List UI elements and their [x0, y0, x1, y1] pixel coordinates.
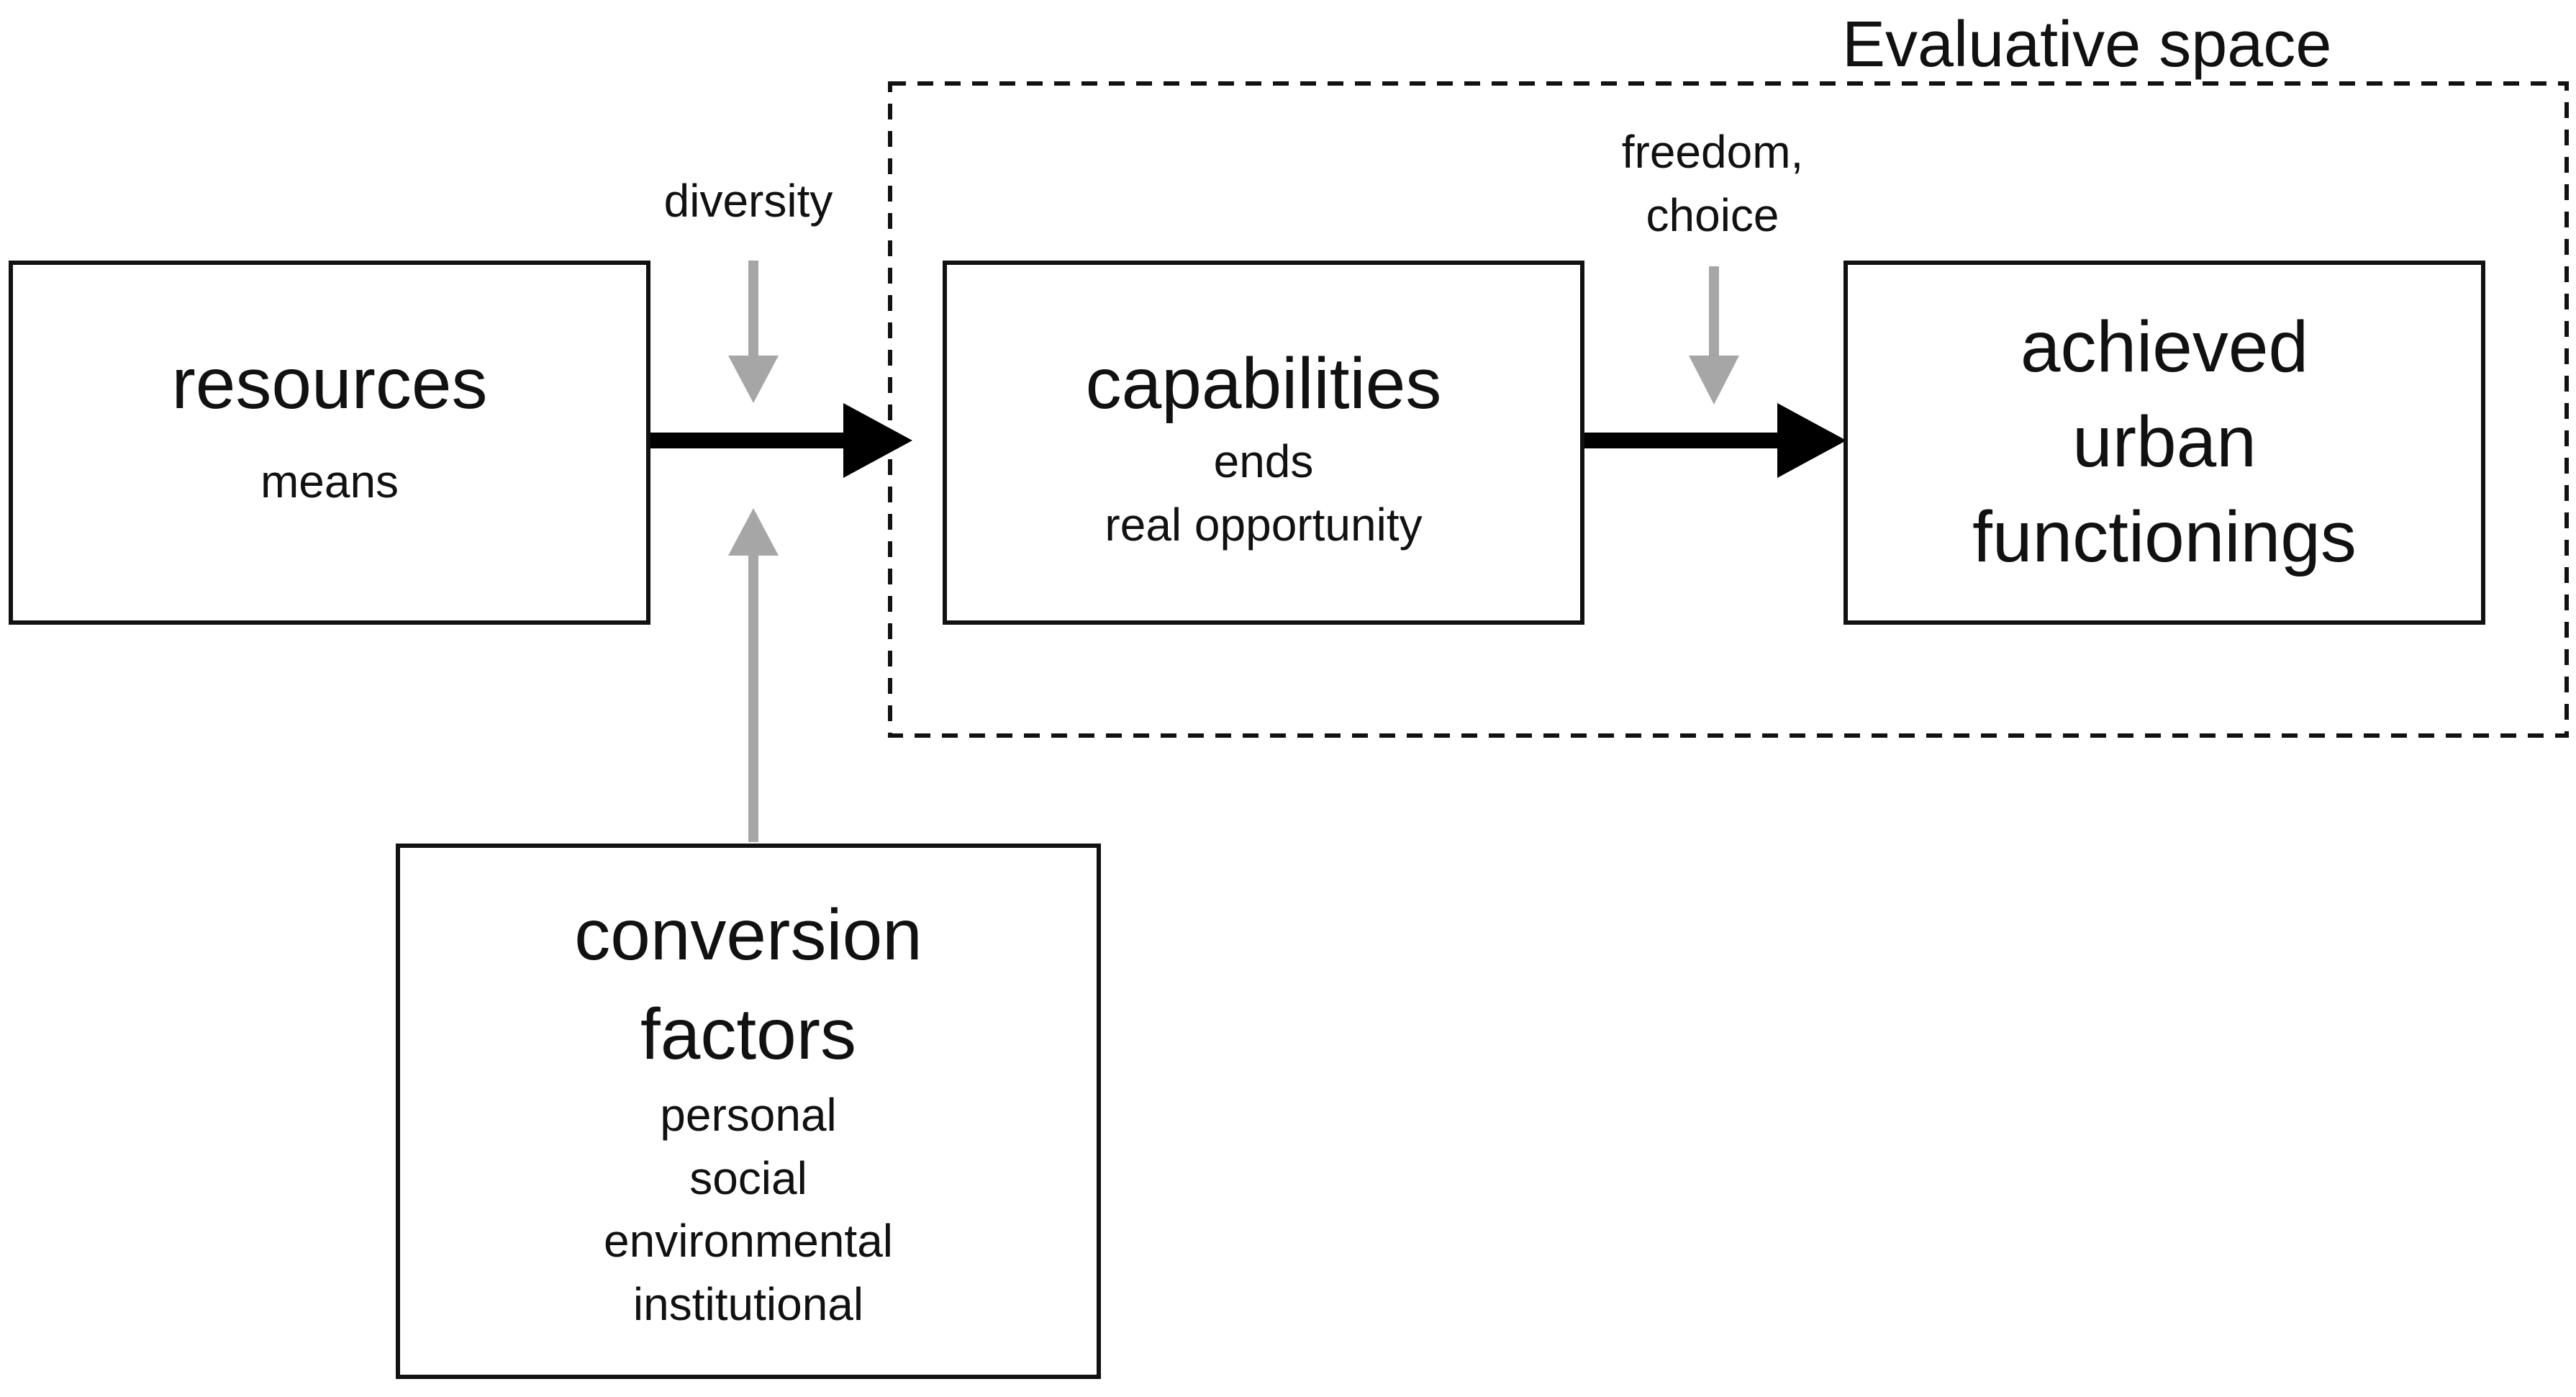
freedom-choice-label-line: freedom,: [1621, 126, 1804, 178]
capabilities-subtitle-line: ends: [1213, 435, 1314, 487]
functionings-title-line: urban: [2072, 402, 2257, 482]
conversion-factor-item: personal: [660, 1089, 837, 1141]
conversion-factor-item: institutional: [632, 1278, 864, 1331]
diversity-label: diversity: [663, 175, 833, 227]
evaluative-space-title: Evaluative space: [1842, 9, 2332, 81]
resources-title: resources: [171, 343, 488, 424]
diversity-arrow-head: [728, 356, 779, 403]
freedom-choice-label-line: choice: [1646, 189, 1779, 241]
freedom-choice-arrow-head: [1689, 356, 1739, 404]
achieved-urban-functionings-node: achieved urban functionings: [1843, 261, 2485, 625]
conversion-factors-title-line: factors: [640, 994, 857, 1075]
capabilities-title: capabilities: [1085, 343, 1442, 424]
evaluative-space-region: [888, 81, 2569, 738]
conversion-factors-node: conversion factors personal social envir…: [396, 844, 1101, 1379]
freedom-choice-label: freedom, choice: [1583, 121, 1842, 247]
resources-node: resources means: [9, 261, 650, 625]
conversion-factors-title-line: conversion: [574, 895, 922, 975]
functionings-title-line: achieved: [2020, 307, 2309, 387]
conversion-factors-arrow-head: [728, 508, 779, 556]
main-arrow-resources-to-capabilities-head: [843, 403, 912, 478]
main-arrow-capabilities-to-functionings-head: [1777, 403, 1846, 478]
resources-subtitle: means: [260, 456, 399, 507]
capabilities-subtitle-line: real opportunity: [1105, 498, 1423, 551]
capabilities-node: capabilities ends real opportunity: [943, 261, 1584, 625]
conversion-factor-item: social: [689, 1152, 807, 1204]
conversion-factor-item: environmental: [604, 1215, 893, 1267]
functionings-title-line: functionings: [1972, 497, 2357, 577]
